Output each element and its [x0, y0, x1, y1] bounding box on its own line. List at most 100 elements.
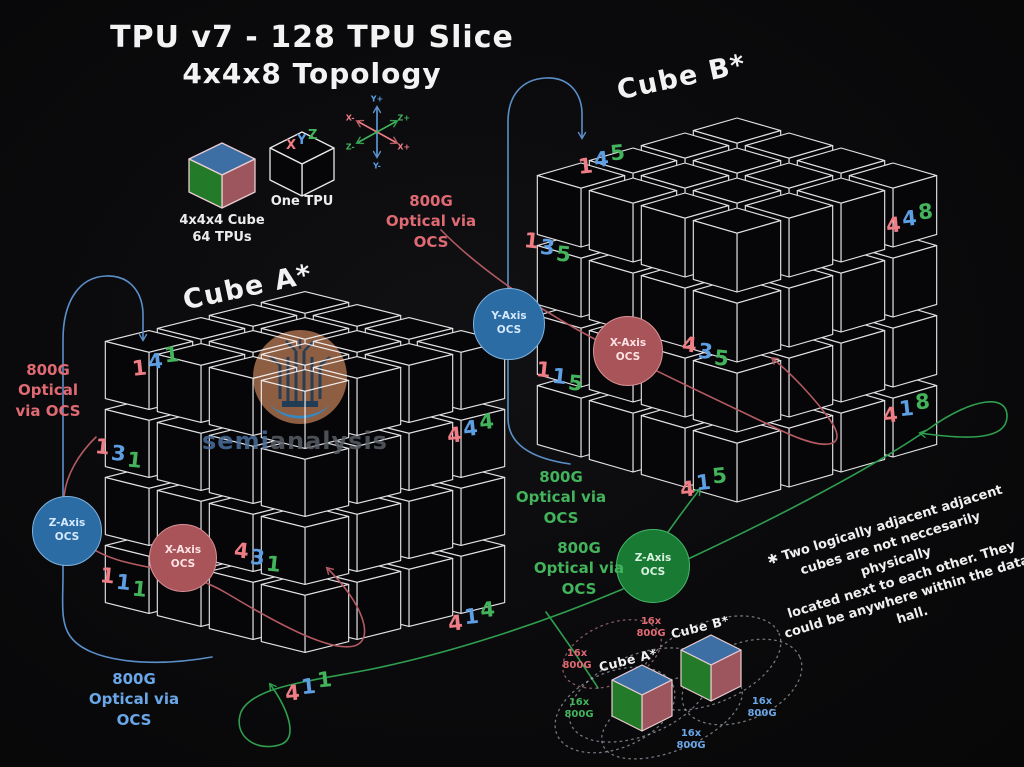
cube-b-title: Cube B* — [614, 48, 750, 107]
wordmark-semi: semi — [202, 427, 270, 455]
page-subtitle: 4x4x8 Topology — [182, 57, 442, 90]
coordinate-digit: 1 — [694, 469, 712, 496]
coordinate-digit: 4 — [461, 415, 479, 442]
coordinate-digit: 3 — [697, 338, 715, 365]
coordinate-digit: 5 — [713, 345, 731, 371]
page-title: TPU v7 - 128 TPU Slice — [110, 20, 514, 55]
legend-cube64-label-line2: 64 TPUs — [192, 230, 252, 245]
ocs-label-line: OCS — [615, 351, 641, 363]
coordinate-digit: 1 — [265, 551, 283, 577]
coordinate-digit: 1 — [162, 342, 181, 368]
coordinate-digit: 3 — [249, 544, 267, 571]
mini-cube-a-label: Cube A* — [597, 645, 659, 675]
ocs-axis-line: Z-Axis — [634, 552, 672, 565]
axis-gizmo-icon: Y+Y-X-X+Z+Z- — [346, 95, 411, 171]
coordinate-digit: 5 — [710, 463, 729, 489]
coordinate-digit: 4 — [884, 212, 902, 238]
axis-gizmo-label: X- — [346, 113, 355, 122]
ocs-axis-line: X-Axis — [164, 544, 202, 557]
coordinate-digit: 4 — [146, 348, 164, 375]
optical-link-label-line: via OCS — [15, 401, 81, 420]
coordinate-digit: 4 — [881, 402, 899, 428]
coordinate-digit: 5 — [567, 370, 585, 396]
coordinate-digit: 1 — [534, 357, 553, 383]
coordinate-digit: 1 — [299, 673, 317, 700]
coordinate-digit: 1 — [462, 603, 480, 630]
wordmark-analysis: analysis — [269, 427, 388, 455]
ocs-label-line: OCS — [54, 531, 80, 543]
optical-link-label-line: 800G — [539, 468, 583, 486]
coordinate-digit: 1 — [130, 355, 148, 381]
mini-link-label-line: 800G — [676, 740, 706, 751]
coordinate-digit: 4 — [477, 409, 496, 435]
mini-link-label-line: 800G — [562, 660, 592, 671]
one-tpu-z-axis-letter: Z — [308, 128, 318, 143]
coordinate-digit: 4 — [478, 597, 497, 623]
mini-link-label-line: 16x — [680, 728, 702, 739]
coordinate-digit: 1 — [897, 395, 915, 422]
coordinate-digit: 8 — [916, 199, 935, 225]
cube-a-title: Cube A* — [180, 258, 316, 317]
mini-link-label-line: 16x — [566, 648, 588, 659]
ocs-axis-line: Y-Axis — [491, 310, 527, 323]
mini-link-label-line: 16x — [640, 616, 662, 627]
coordinate-digit: 1 — [98, 563, 117, 589]
axis-gizmo-label: Z+ — [398, 113, 411, 122]
coordinate-digit: 3 — [539, 234, 557, 261]
coordinate-digit: 1 — [126, 447, 144, 473]
coordinate-digit: 1 — [522, 228, 541, 254]
optical-link-label-line: Optical — [18, 381, 78, 400]
legend-cube64-label-line1: 4x4x4 Cube — [179, 213, 265, 228]
ocs-axis-line: X-Axis — [609, 337, 647, 350]
coordinate-digit: 1 — [315, 667, 334, 693]
coordinate-digit: 4 — [283, 680, 301, 706]
mini-diagram — [554, 615, 803, 760]
one-tpu-y-axis-letter: Y — [297, 133, 307, 148]
coordinate-digit: 1 — [551, 363, 569, 390]
axis-gizmo-label: X+ — [397, 143, 410, 152]
axis-gizmo-label: Y- — [372, 162, 381, 171]
mini-link-label-line: 800G — [636, 628, 666, 639]
coordinate-digit: 4 — [678, 476, 696, 502]
mini-link-label-line: 16x — [751, 696, 773, 707]
optical-link-label-line: Optical via OCS — [385, 212, 477, 251]
legend-cubes — [188, 131, 335, 209]
coordinate-digit: 1 — [115, 569, 133, 596]
coordinate-digit: 4 — [232, 538, 251, 564]
coordinate-digit: 3 — [110, 440, 128, 467]
ocs-label-line: OCS — [496, 324, 522, 336]
coordinate-digit: 4 — [446, 610, 464, 636]
mini-link-label-line: 800G — [747, 708, 777, 719]
coordinate-digit: 5 — [608, 140, 627, 166]
semianalysis-wordmark: semianalysis — [202, 427, 388, 455]
mini-cube-b-label: Cube B* — [669, 612, 731, 642]
coordinate-digit: 4 — [900, 205, 918, 232]
coordinate-digit: 5 — [555, 241, 573, 267]
axis-gizmo-label: Y+ — [370, 95, 384, 104]
ocs-label-line: OCS — [640, 566, 666, 578]
coordinate-digit: 1 — [131, 576, 149, 602]
ocs-label-line: OCS — [170, 558, 196, 570]
